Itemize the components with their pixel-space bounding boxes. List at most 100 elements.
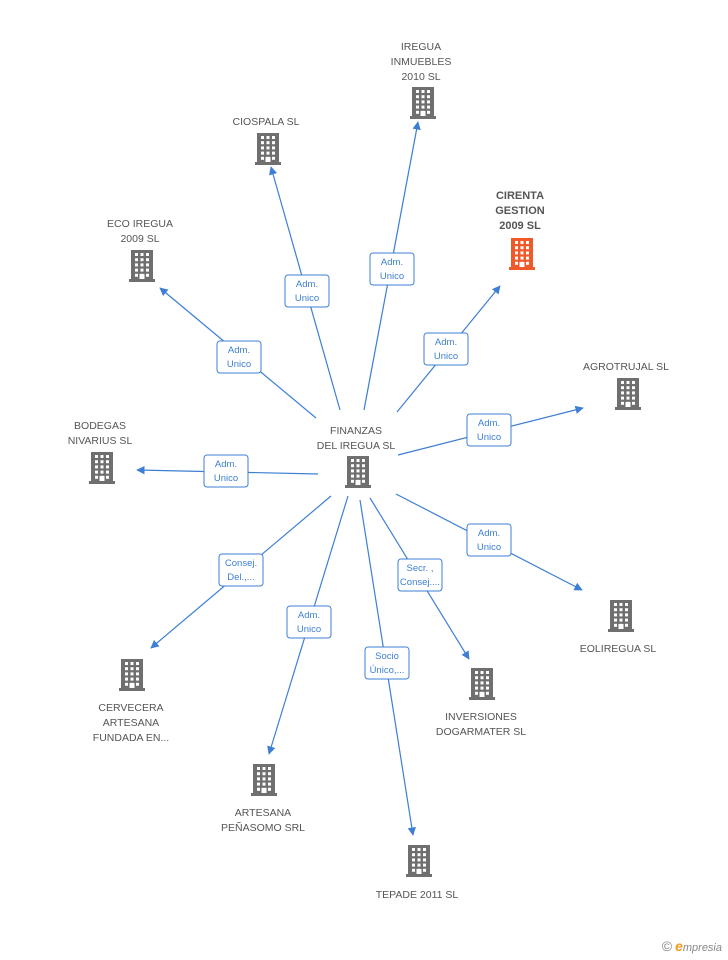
building-window	[515, 241, 518, 244]
building-window	[417, 853, 421, 857]
building-window	[526, 241, 529, 244]
building-window	[356, 469, 360, 473]
building-window	[146, 253, 149, 256]
building-window	[272, 136, 275, 139]
building-window	[130, 662, 134, 665]
building-window	[614, 623, 617, 627]
building-window	[95, 465, 98, 469]
role-badge[interactable]: Adm.Unico	[284, 274, 330, 308]
building-icon[interactable]	[119, 659, 145, 691]
building-icon[interactable]	[615, 378, 641, 410]
role-badge[interactable]: Adm.Unico	[216, 340, 262, 374]
role-badge[interactable]: Adm.Unico	[369, 252, 415, 286]
building-window	[619, 603, 623, 606]
building-window	[632, 391, 635, 395]
building-window	[526, 251, 529, 255]
building-window	[614, 608, 617, 612]
label-line: 2009 SL	[499, 220, 541, 232]
role-badge[interactable]: Adm.Unico	[466, 413, 512, 447]
label-line: FINANZAS	[330, 425, 382, 437]
building-window	[261, 156, 264, 160]
building-window	[266, 136, 270, 139]
building-window	[100, 470, 104, 474]
building-window	[135, 263, 138, 267]
role-badge[interactable]: Adm.Unico	[286, 605, 332, 639]
label-line: ARTESANA	[103, 717, 159, 729]
building-window	[619, 618, 623, 622]
role-badge[interactable]: Adm.Unico	[203, 454, 249, 488]
building-window	[136, 672, 139, 676]
building-window	[526, 261, 529, 265]
building-window	[515, 261, 518, 265]
building-window	[95, 455, 98, 458]
building-window	[412, 848, 415, 851]
building-base	[119, 688, 145, 691]
building-icon[interactable]	[129, 250, 155, 282]
label-line: AGROTRUJAL SL	[583, 361, 669, 373]
building-window	[412, 868, 415, 872]
building-window	[268, 782, 271, 786]
brand-logo: ©empresia	[662, 938, 722, 954]
building-icon[interactable]	[345, 456, 371, 488]
label-line: EOLIREGUA SL	[580, 643, 657, 655]
role-line: Adm.	[228, 345, 250, 356]
building-window	[140, 253, 144, 256]
label-line: IREGUA	[401, 41, 441, 53]
role-line: Del.,...	[227, 572, 254, 583]
building-window	[362, 479, 365, 483]
node-label-ciospala: CIOSPALA SL	[233, 116, 300, 128]
building-window	[621, 391, 624, 395]
role-line: Adm.	[296, 279, 318, 290]
building-window	[262, 777, 266, 781]
building-icon[interactable]	[251, 764, 277, 796]
building-icon[interactable]	[410, 87, 436, 119]
building-window	[520, 241, 524, 244]
label-line: ECO IREGUA	[107, 218, 173, 230]
building-window	[423, 868, 426, 872]
building-icon[interactable]	[509, 238, 535, 270]
building-icon[interactable]	[255, 133, 281, 165]
building-window	[140, 258, 144, 262]
building-window	[427, 105, 430, 109]
building-window	[626, 396, 630, 400]
role-badge-text: Adm.Unico	[214, 459, 238, 484]
building-window	[356, 464, 360, 468]
building-window	[261, 151, 264, 155]
role-badge[interactable]: Consej.Del.,...	[218, 553, 264, 587]
building-window	[421, 95, 425, 99]
building-icon[interactable]	[469, 668, 495, 700]
building-window	[268, 787, 271, 791]
building-icon[interactable]	[406, 845, 432, 877]
building-icon[interactable]	[89, 452, 115, 484]
role-line: Socio	[375, 651, 399, 662]
building-window	[486, 691, 489, 695]
role-line: Adm.	[478, 418, 500, 429]
building-window	[362, 459, 365, 462]
building-window	[125, 667, 128, 671]
building-icon[interactable]	[608, 600, 634, 632]
building-window	[261, 136, 264, 139]
role-badge-box	[218, 553, 264, 587]
role-badge[interactable]: Adm.Unico	[466, 523, 512, 557]
building-window	[130, 667, 134, 671]
building-window	[421, 100, 425, 104]
building-base	[469, 697, 495, 700]
label-line: TEPADE 2011 SL	[376, 889, 459, 901]
role-badge[interactable]: Secr. ,Consej....	[397, 558, 443, 592]
role-badge-box	[203, 454, 249, 488]
building-window	[266, 151, 270, 155]
role-badge[interactable]: Adm.Unico	[423, 332, 469, 366]
building-window	[520, 256, 524, 260]
building-window	[351, 459, 354, 462]
building-base	[410, 116, 436, 119]
building-window	[625, 608, 628, 612]
building-window	[266, 146, 270, 150]
logo-initial: e	[675, 938, 683, 954]
building-window	[257, 787, 260, 791]
building-base	[406, 874, 432, 877]
